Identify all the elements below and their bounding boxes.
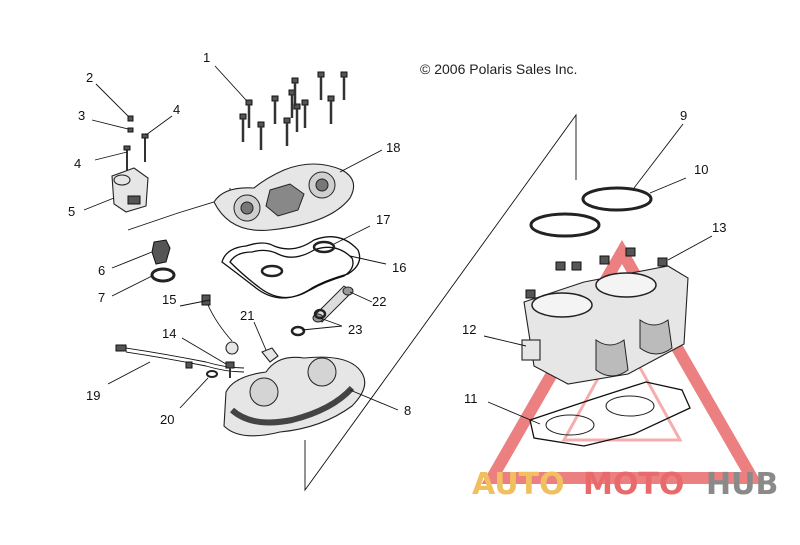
cylinder-nuts bbox=[525, 247, 668, 299]
callout-7: 7 bbox=[98, 290, 105, 305]
callout-15: 15 bbox=[162, 292, 176, 307]
head-o-ring-2 bbox=[260, 264, 284, 278]
callout-11: 11 bbox=[464, 391, 478, 406]
cylinder-block bbox=[521, 265, 689, 385]
watermark-part-2: MOTO bbox=[583, 467, 684, 502]
callout-9: 9 bbox=[680, 108, 687, 123]
temp-sensor bbox=[201, 294, 239, 355]
callout-19: 19 bbox=[86, 388, 100, 403]
watermark-part-3: HUB bbox=[706, 467, 778, 502]
callout-4b: 4 bbox=[74, 156, 81, 171]
watermark-part-1: AUTO bbox=[472, 467, 565, 502]
watermark-text: AUTO MOTO HUB bbox=[472, 467, 778, 502]
hose-clip bbox=[261, 347, 279, 363]
callout-17: 17 bbox=[376, 212, 390, 227]
callout-1: 1 bbox=[203, 50, 210, 65]
callout-13: 13 bbox=[712, 220, 726, 235]
head-o-ring bbox=[312, 240, 336, 254]
callout-4a: 4 bbox=[173, 102, 180, 117]
coolant-hose bbox=[312, 285, 354, 323]
cylinder-head bbox=[223, 356, 366, 437]
head-bolts bbox=[239, 71, 348, 150]
thermostat bbox=[151, 239, 171, 265]
leader-lines bbox=[83, 65, 713, 425]
callout-3: 3 bbox=[78, 108, 85, 123]
thermostat-seal bbox=[150, 267, 176, 283]
callout-5: 5 bbox=[68, 204, 75, 219]
callout-18: 18 bbox=[386, 140, 400, 155]
bleed-screw bbox=[225, 361, 235, 378]
head-gasket bbox=[221, 236, 361, 299]
wire-harness bbox=[115, 344, 245, 373]
callout-22: 22 bbox=[372, 294, 386, 309]
callout-14: 14 bbox=[162, 326, 176, 341]
callout-20: 20 bbox=[160, 412, 174, 427]
callout-16: 16 bbox=[392, 260, 406, 275]
callout-labels: 1 2 3 4 4 5 6 7 8 9 10 11 12 13 14 15 16… bbox=[68, 50, 726, 427]
base-gasket bbox=[529, 381, 691, 447]
thermostat-housing bbox=[111, 167, 149, 213]
callout-8: 8 bbox=[404, 403, 411, 418]
small-screws bbox=[123, 115, 149, 176]
head-o-ring-large-1 bbox=[529, 212, 601, 238]
callout-2: 2 bbox=[86, 70, 93, 85]
split-line-right bbox=[304, 113, 577, 492]
callout-12: 12 bbox=[462, 322, 476, 337]
head-cover bbox=[213, 163, 355, 231]
callout-6: 6 bbox=[98, 263, 105, 278]
copyright-text: © 2006 Polaris Sales Inc. bbox=[420, 61, 577, 77]
callout-23: 23 bbox=[348, 322, 362, 337]
sealing-washer bbox=[206, 370, 218, 378]
callout-10: 10 bbox=[694, 162, 708, 177]
callout-21: 21 bbox=[240, 308, 254, 323]
head-o-ring-large-2 bbox=[581, 186, 653, 212]
